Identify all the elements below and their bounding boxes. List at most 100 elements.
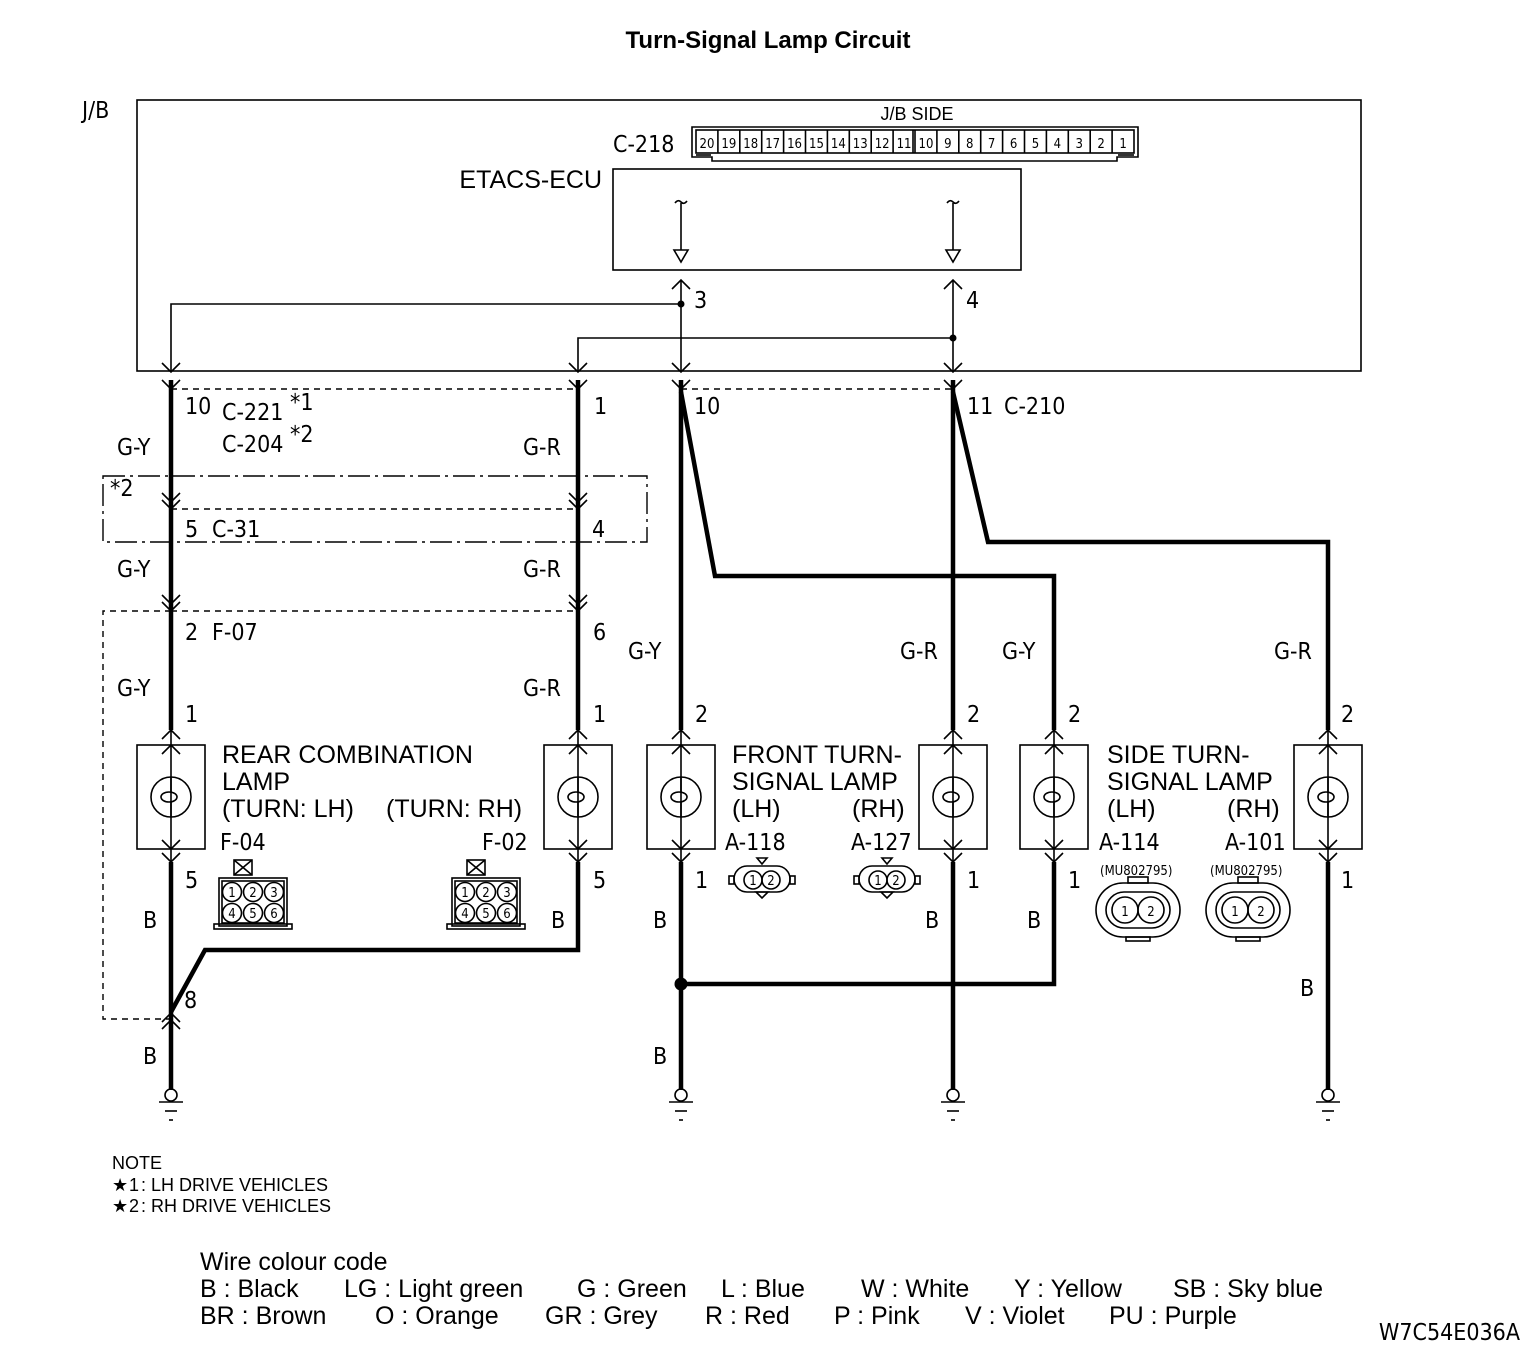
c210-label: C-210 xyxy=(1004,394,1065,420)
connector-pin-number: 4 xyxy=(461,907,468,922)
c218-pin-number: 12 xyxy=(875,137,890,152)
f07-label: F-07 xyxy=(212,620,258,646)
front-lamp-rh-label: (RH) xyxy=(852,795,905,823)
c218-pin-number: 13 xyxy=(853,137,868,152)
ecu-label: ETACS-ECU xyxy=(459,166,602,194)
f02-label: F-02 xyxy=(482,830,528,856)
connector-pin-number: 1 xyxy=(461,886,468,901)
c218-pin-number: 2 xyxy=(1097,137,1104,152)
a101-label: A-101 xyxy=(1225,830,1286,856)
c204-label: C-204 xyxy=(222,432,283,458)
wire-color-b: B xyxy=(653,1044,667,1070)
side-lamp-rh-label: (RH) xyxy=(1227,795,1280,823)
front-lamp-title-1: FRONT TURN- xyxy=(732,741,902,769)
c204-note: *2 xyxy=(290,422,314,448)
connector-pin-number: 1 xyxy=(1231,905,1238,920)
wire-color-gr: G-R xyxy=(1274,639,1312,665)
note-star-icon: ★ xyxy=(112,1196,128,1216)
figure-id: W7C54E036A xyxy=(1379,1320,1520,1346)
terminal-3-label: 3 xyxy=(694,288,707,314)
front-rh-lamp xyxy=(918,728,988,864)
c218-pin-number: 19 xyxy=(721,137,736,152)
c218-pin-number: 15 xyxy=(809,137,824,152)
wire-color-b: B xyxy=(551,908,565,934)
side-lh-pin-top: 2 xyxy=(1068,702,1081,728)
side-lh-pin-bottom: 1 xyxy=(1068,868,1081,894)
ground-icon xyxy=(158,1088,184,1121)
colour-code-entry: GR : Grey xyxy=(545,1302,658,1330)
ground-icon xyxy=(668,1088,694,1121)
connector-pin-number: 5 xyxy=(482,907,489,922)
rear-lamp-rh-label: (TURN: RH) xyxy=(386,795,522,823)
c31-label: C-31 xyxy=(212,517,260,543)
colour-code-entry: P : Pink xyxy=(834,1302,920,1330)
f07-pin-left: 2 xyxy=(185,620,198,646)
rear-lamp-lh-label: (TURN: LH) xyxy=(222,795,354,823)
note-item: ★ 1 : LH DRIVE VEHICLES xyxy=(112,1175,328,1195)
wire-color-gy: G-Y xyxy=(117,557,151,583)
side-lamp-title-1: SIDE TURN- xyxy=(1107,741,1250,769)
side-lamp-lh-label: (LH) xyxy=(1107,795,1156,823)
connector-pin-number: 6 xyxy=(270,907,277,922)
rear-lamp-title-1: REAR COMBINATION xyxy=(222,741,473,769)
connector-pin-number: 2 xyxy=(249,886,256,901)
front-lh-pin-top: 2 xyxy=(695,702,708,728)
c218-pin-number: 16 xyxy=(787,137,802,152)
wire-color-gr: G-R xyxy=(523,676,561,702)
c210-pin-right: 11 xyxy=(967,394,993,420)
note-item: ★ 2 : RH DRIVE VEHICLES xyxy=(112,1196,331,1216)
c218-pin-number: 1 xyxy=(1119,137,1126,152)
diagram-title: Turn-Signal Lamp Circuit xyxy=(626,27,911,54)
colour-code-entry: PU : Purple xyxy=(1109,1302,1237,1330)
connector-pin-number: 5 xyxy=(249,907,256,922)
colour-code-entry: O : Orange xyxy=(375,1302,499,1330)
front-rh-pin-top: 2 xyxy=(967,702,980,728)
c218-pin-number: 18 xyxy=(743,137,758,152)
rear-rh-lamp xyxy=(543,728,613,864)
bulb-icon xyxy=(1033,776,1075,818)
c221-pin-left: 10 xyxy=(185,394,211,420)
c221-note: *1 xyxy=(290,390,314,416)
colour-code-entry: W : White xyxy=(861,1275,969,1303)
c218-pin-number: 9 xyxy=(944,137,951,152)
wire-color-b: B xyxy=(1027,908,1041,934)
rh-only-note: *2 xyxy=(110,476,134,502)
connector-pin-number: 2 xyxy=(767,874,774,889)
c218-pin-number: 11 xyxy=(897,137,912,152)
wire-color-gy: G-Y xyxy=(117,435,151,461)
wire-color-b: B xyxy=(1300,976,1314,1002)
side-lh-lamp xyxy=(1019,728,1089,864)
c218-pin-number: 17 xyxy=(765,137,780,152)
bulb-icon xyxy=(932,776,974,818)
wire-side-rh-gr xyxy=(950,391,1331,730)
junction-dot xyxy=(949,334,957,342)
connector-pin-number: 2 xyxy=(892,874,899,889)
colour-code-entry: Y : Yellow xyxy=(1014,1275,1123,1303)
colour-code-entry: L : Blue xyxy=(721,1275,805,1303)
c218-label: C-218 xyxy=(613,132,674,158)
wire-color-gy: G-Y xyxy=(628,639,662,665)
colour-code-entry: V : Violet xyxy=(965,1302,1065,1330)
ground-icon xyxy=(940,1088,966,1121)
wire-color-b: B xyxy=(925,908,939,934)
wire-color-gr: G-R xyxy=(523,435,561,461)
a114-label: A-114 xyxy=(1099,830,1160,856)
wire-color-gy: G-Y xyxy=(1002,639,1036,665)
c221-pin-right: 1 xyxy=(594,394,607,420)
front-lh-pin-bottom: 1 xyxy=(695,868,708,894)
bulb-icon xyxy=(1307,776,1349,818)
jb-wire-3-to-lh-rear xyxy=(170,303,681,372)
front-rh-pin-bottom: 1 xyxy=(967,868,980,894)
connector-pin-number: 3 xyxy=(270,886,277,901)
ground-junction-dot xyxy=(674,977,688,991)
jb-side-label: J/B SIDE xyxy=(880,104,953,124)
c31-pin-right: 4 xyxy=(592,517,605,543)
c218-pin-number: 8 xyxy=(966,137,973,152)
a114-part-number: (MU802795) xyxy=(1100,864,1172,879)
wire-color-b: B xyxy=(143,908,157,934)
